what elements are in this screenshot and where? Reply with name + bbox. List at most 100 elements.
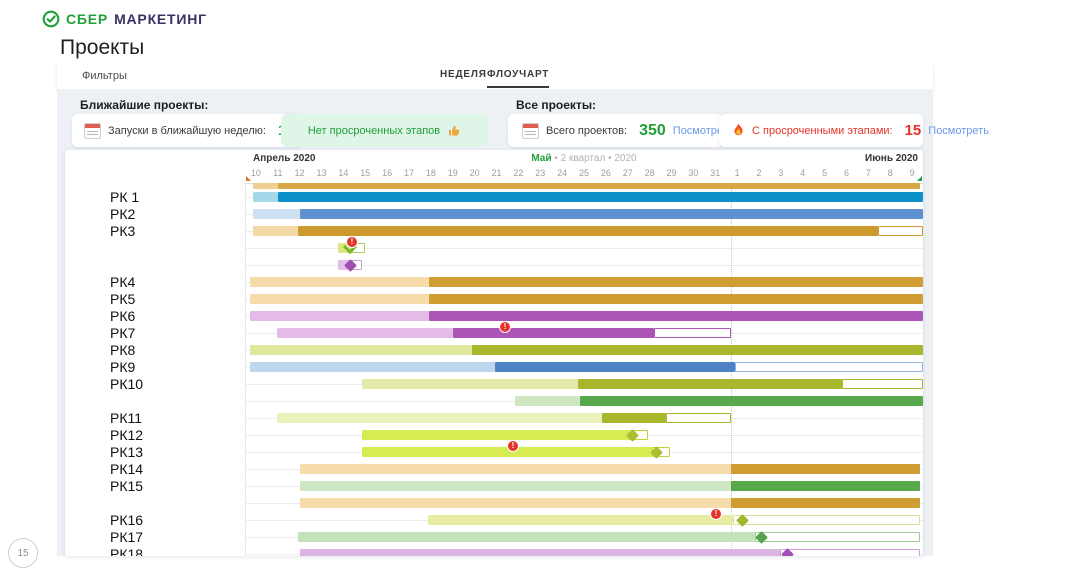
gantt-bar-segment[interactable] <box>731 498 920 508</box>
day-cell: 25 <box>579 168 590 178</box>
day-cell: 21 <box>491 168 502 178</box>
gantt-bar-segment[interactable] <box>278 192 923 202</box>
day-cell: 8 <box>887 168 893 178</box>
gantt-bar-segment[interactable] <box>298 226 878 236</box>
gantt-bar-segment[interactable] <box>362 447 652 457</box>
tab-week[interactable]: НЕДЕЛЯ <box>440 69 487 80</box>
overdue-alert-badge-icon[interactable] <box>500 322 510 332</box>
gantt-bar-segment[interactable] <box>362 430 628 440</box>
scroll-right-tick-icon[interactable] <box>917 176 922 181</box>
gantt-row <box>245 223 923 240</box>
gantt-bar-segment[interactable] <box>277 328 453 338</box>
calendar-icon <box>522 122 539 139</box>
total-projects-label: Всего проектов: <box>546 124 628 137</box>
all-projects-heading: Все проекты: <box>516 98 597 112</box>
gantt-bar-segment[interactable] <box>338 243 352 253</box>
gantt-bar-segment[interactable] <box>429 277 923 287</box>
gantt-bar-segment[interactable] <box>250 311 429 321</box>
gantt-bar-segment[interactable] <box>654 328 731 338</box>
day-cell: 31 <box>710 168 721 178</box>
gantt-bar-segment[interactable] <box>580 396 923 406</box>
overdue-alert-badge-icon[interactable] <box>711 509 721 519</box>
gantt-bar-segment[interactable] <box>300 498 731 508</box>
gantt-bar-segment[interactable] <box>755 532 920 542</box>
gantt-bar-segment[interactable] <box>878 226 923 236</box>
overdue-alert-badge-icon[interactable] <box>347 237 357 247</box>
brand-logo: СБЕР МАРКЕТИНГ <box>42 10 207 28</box>
gantt-bar-segment[interactable] <box>428 515 733 525</box>
gantt-bar-segment[interactable] <box>842 379 923 389</box>
day-cell: 14 <box>338 168 349 178</box>
day-cell: 10 <box>250 168 261 178</box>
overdue-view-link[interactable]: Посмотреть <box>928 124 989 137</box>
gantt-bar-segment[interactable] <box>731 464 920 474</box>
gantt-bar-segment[interactable] <box>578 379 842 389</box>
gantt-bar-segment[interactable] <box>495 362 735 372</box>
page-number-badge[interactable]: 15 <box>8 538 38 568</box>
total-view-link[interactable]: Посмотреть <box>672 124 734 137</box>
gantt-bar-segment[interactable] <box>780 549 920 556</box>
gantt-bar-segment[interactable] <box>277 413 602 423</box>
gantt-row <box>245 509 923 529</box>
gantt-bar-segment[interactable] <box>733 515 920 525</box>
gantt-row <box>245 291 923 308</box>
gantt-bar-segment[interactable] <box>429 311 923 321</box>
day-cell: 28 <box>644 168 655 178</box>
gantt-bar-segment[interactable] <box>735 362 923 372</box>
gantt-bar-segment[interactable] <box>352 243 365 253</box>
gantt-bar-segment[interactable] <box>731 481 920 491</box>
gantt-bar-segment[interactable] <box>429 294 923 304</box>
gantt-row <box>245 257 923 274</box>
thumbs-up-icon <box>448 124 461 137</box>
gantt-bar-segment[interactable] <box>300 481 731 491</box>
timeline-months-row: Апрель 2020 Май • 2 квартал • 2020 Июнь … <box>245 150 923 165</box>
tab-flowchart[interactable]: ФЛОУЧАРТ <box>487 69 550 88</box>
gantt-bar-segment[interactable] <box>666 413 731 423</box>
gantt-bar-segment[interactable] <box>253 183 278 189</box>
gantt-bar-segment[interactable] <box>253 209 300 219</box>
gantt-bar-segment[interactable] <box>298 532 755 542</box>
day-cell: 1 <box>734 168 740 178</box>
launches-label: Запуски в ближайшую неделю: <box>108 124 266 137</box>
gantt-bar-segment[interactable] <box>250 277 429 287</box>
timeline-center-label: Май • 2 квартал • 2020 <box>531 153 637 164</box>
gantt-bar-segment[interactable] <box>278 183 920 189</box>
gantt-row <box>245 461 923 478</box>
gantt-bar-segment[interactable] <box>300 549 780 556</box>
project-row-label: РК17 <box>110 529 144 545</box>
project-row-label: РК11 <box>110 410 143 426</box>
day-cell: 15 <box>360 168 371 178</box>
scroll-left-tick-icon[interactable] <box>246 176 251 181</box>
gantt-bar-segment[interactable] <box>300 464 731 474</box>
row-guide-line <box>245 248 923 249</box>
no-overdue-label: Нет просроченных этапов <box>307 124 441 137</box>
gantt-bar-segment[interactable] <box>602 413 666 423</box>
gantt-bar-segment[interactable] <box>472 345 923 355</box>
gantt-bar-segment[interactable] <box>250 294 429 304</box>
gantt-row <box>245 206 923 223</box>
gantt-bar-segment[interactable] <box>253 192 278 202</box>
content-region: Ближайшие проекты: Все проекты: Запуски … <box>57 89 989 556</box>
project-row-label: РК4 <box>110 274 136 290</box>
gantt-bar-segment[interactable] <box>362 379 578 389</box>
gantt-bar-segment[interactable] <box>250 345 472 355</box>
gantt-bar-segment[interactable] <box>300 209 923 219</box>
overdue-alert-badge-icon[interactable] <box>508 441 518 451</box>
gantt-bar-segment[interactable] <box>250 362 495 372</box>
gantt-bar-segment[interactable] <box>253 226 298 236</box>
project-row-label: РК 1 <box>110 189 140 205</box>
overdue-label: С просроченными этапами: <box>752 124 893 137</box>
gantt-row <box>245 410 923 427</box>
gantt-row <box>245 274 923 291</box>
gantt-bar-segment[interactable] <box>515 396 580 406</box>
overdue-projects-card: С просроченными этапами: 15 Посмотреть <box>719 114 989 147</box>
overdue-value: 15 <box>904 122 922 139</box>
day-cell: 16 <box>382 168 393 178</box>
project-row-label: РК18 <box>110 546 144 556</box>
gantt-row <box>245 393 923 410</box>
day-cell: 9 <box>909 168 915 178</box>
gantt-bar-segment[interactable] <box>453 328 654 338</box>
project-row-label: РК14 <box>110 461 144 477</box>
filters-button[interactable]: Фильтры <box>82 70 127 82</box>
